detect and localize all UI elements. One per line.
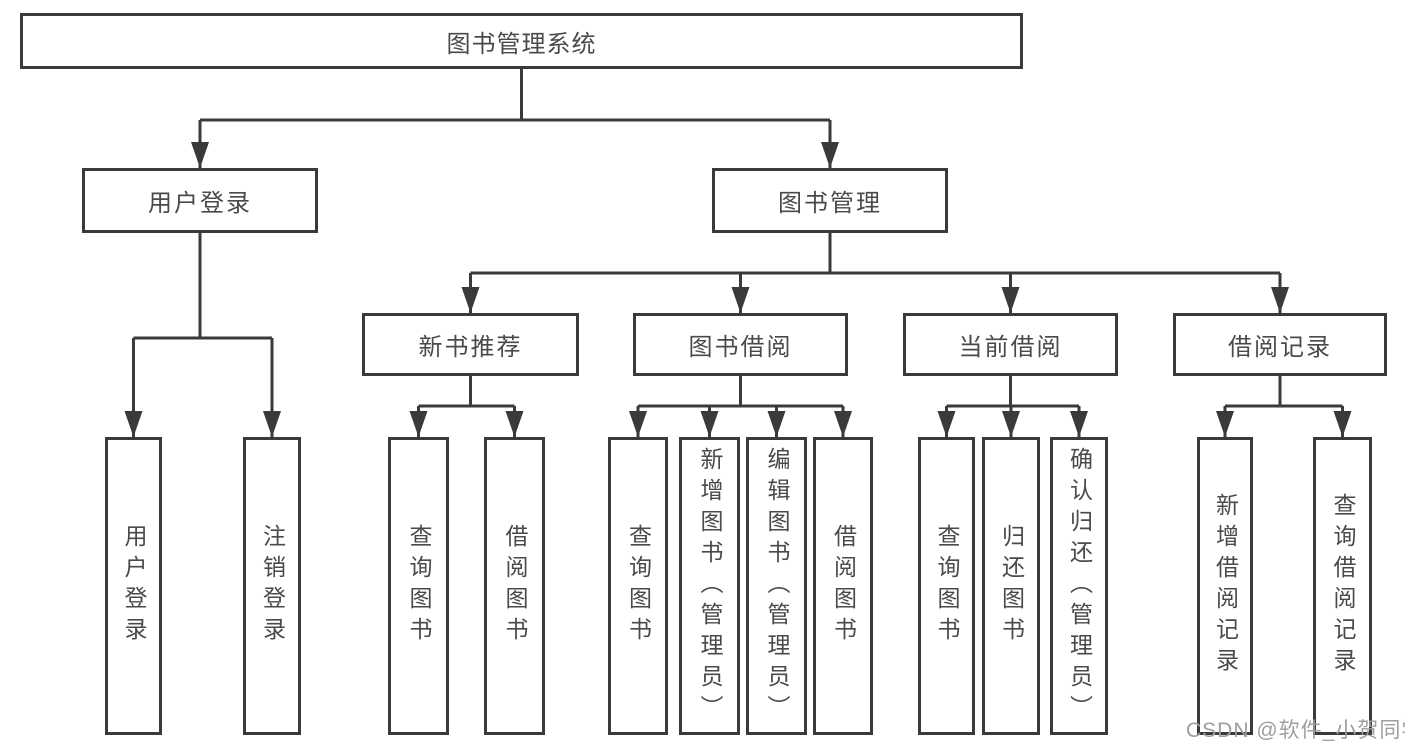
node-borrow-books: 借阅图书 — [813, 437, 873, 735]
arrow-down-icon — [834, 411, 852, 437]
node-return-books: 归还图书 — [982, 437, 1040, 735]
arrow-down-icon — [731, 287, 750, 313]
node-user-login-action: 用户登录 — [105, 437, 162, 735]
arrow-down-icon — [263, 411, 281, 437]
node-add-book-admin: 新增图书（管理员） — [679, 437, 740, 735]
node-current-borrow: 当前借阅 — [903, 313, 1118, 376]
node-query-books: 查询图书 — [918, 437, 975, 735]
arrow-down-icon — [1216, 411, 1234, 437]
arrow-down-icon — [409, 411, 428, 437]
arrow-down-icon — [821, 142, 839, 168]
csdn-watermark: CSDN @软件_小贺同学 — [1186, 719, 1405, 742]
node-add-borrow-record: 新增借阅记录 — [1197, 437, 1253, 735]
arrow-down-icon — [937, 411, 956, 437]
arrow-down-icon — [1271, 287, 1289, 313]
arrow-down-icon — [767, 411, 786, 437]
arrow-down-icon — [1001, 287, 1020, 313]
node-confirm-return-admin: 确认归还（管理员） — [1050, 437, 1108, 735]
node-library-system: 图书管理系统 — [20, 13, 1023, 69]
arrow-down-icon — [505, 411, 524, 437]
node-borrow-books: 借阅图书 — [484, 437, 545, 735]
node-query-books: 查询图书 — [608, 437, 668, 735]
node-user-login: 用户登录 — [82, 168, 318, 233]
arrow-down-icon — [1070, 411, 1088, 437]
node-book-borrow: 图书借阅 — [633, 313, 848, 376]
node-borrow-records: 借阅记录 — [1173, 313, 1387, 376]
arrow-down-icon — [124, 411, 143, 437]
node-book-management: 图书管理 — [712, 168, 948, 233]
node-edit-book-admin: 编辑图书（管理员） — [746, 437, 807, 735]
arrowhead-icons — [124, 142, 1352, 437]
node-new-book-recommend: 新书推荐 — [362, 313, 579, 376]
arrow-down-icon — [629, 411, 647, 437]
arrow-down-icon — [461, 287, 480, 313]
node-logout-action: 注销登录 — [243, 437, 301, 735]
connector-paths — [132, 69, 1344, 437]
node-query-books: 查询图书 — [388, 437, 449, 735]
arrow-down-icon — [1333, 411, 1352, 437]
node-query-borrow-record: 查询借阅记录 — [1313, 437, 1372, 735]
arrow-down-icon — [1002, 411, 1020, 437]
arrow-down-icon — [191, 142, 209, 168]
arrow-down-icon — [700, 411, 719, 437]
